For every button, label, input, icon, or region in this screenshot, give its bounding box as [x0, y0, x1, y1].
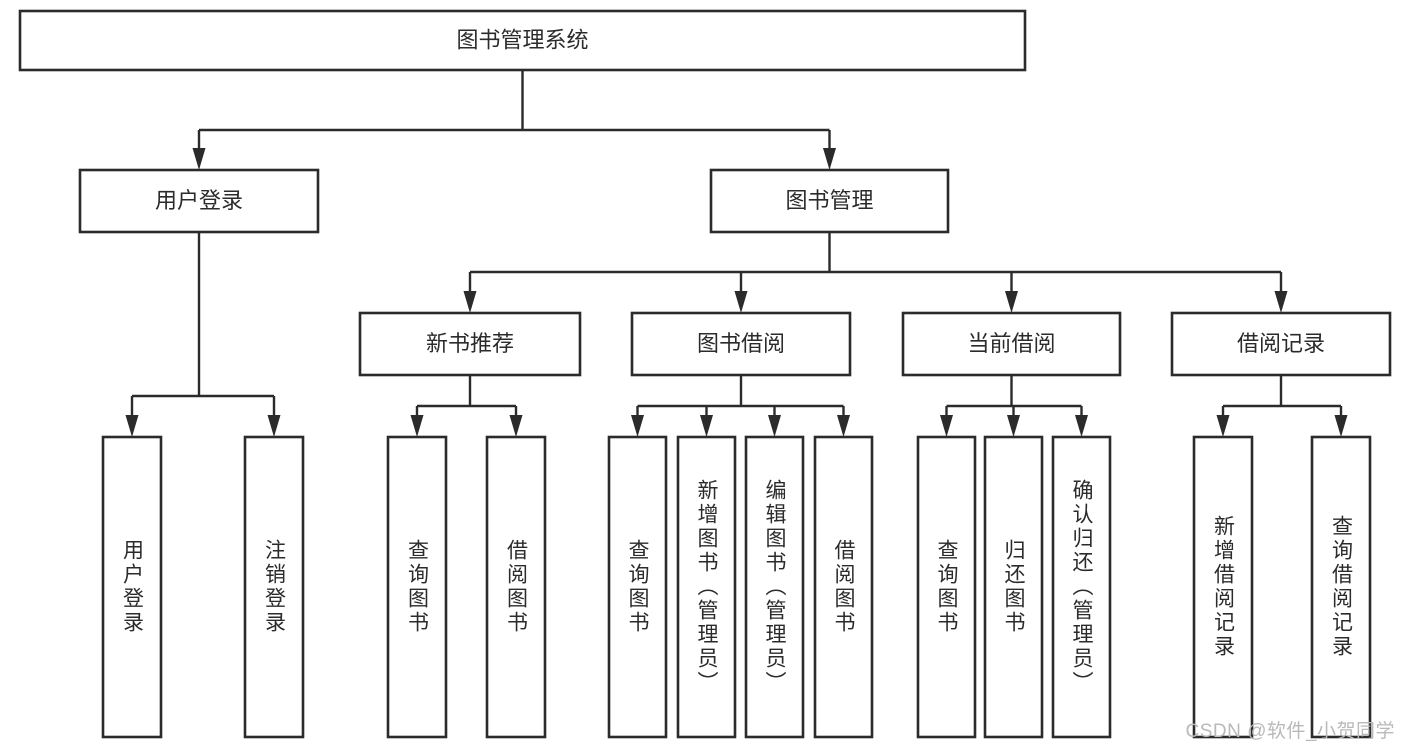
node-box-查询图书-leaf-2[interactable] [386, 435, 448, 739]
node-box-查询借阅记录-leaf-12[interactable] [1310, 435, 1372, 739]
node-box-用户登录[interactable] [78, 168, 320, 234]
arrow-head-icon [768, 415, 781, 437]
arrow-head-icon [463, 291, 477, 313]
arrow-head-icon [410, 415, 424, 437]
connector-layer [125, 70, 1348, 437]
box-layer [18, 9, 1392, 739]
node-box-借阅图书-leaf-7[interactable] [813, 435, 874, 739]
arrow-head-icon [1075, 415, 1088, 437]
node-box-新增借阅记录-leaf-11[interactable] [1192, 435, 1254, 739]
arrow-head-icon [192, 148, 206, 170]
arrow-head-icon [631, 415, 644, 437]
node-box-借阅记录[interactable] [1170, 311, 1392, 377]
arrow-head-icon [1274, 291, 1288, 313]
node-box-新增图书管理员-leaf-5[interactable] [676, 435, 737, 739]
node-box-用户登录-leaf-0[interactable] [101, 435, 163, 739]
node-box-查询图书-leaf-4[interactable] [607, 435, 668, 739]
node-label-用户登录: 用户登录 [155, 188, 243, 213]
node-box-查询图书-leaf-8[interactable] [916, 435, 977, 739]
arrow-head-icon [267, 415, 281, 437]
node-box-注销登录-leaf-1[interactable] [243, 435, 305, 739]
node-label-借阅记录: 借阅记录 [1237, 331, 1325, 356]
node-box-借阅图书-leaf-3[interactable] [485, 435, 547, 739]
node-box-当前借阅[interactable] [901, 311, 1122, 377]
node-label-新书推荐: 新书推荐 [426, 331, 514, 356]
node-box-图书借阅[interactable] [630, 311, 852, 377]
node-label-当前借阅: 当前借阅 [967, 331, 1055, 356]
arrow-head-icon [1216, 415, 1230, 437]
node-box-确认归还管理员-leaf-10[interactable] [1051, 435, 1112, 739]
arrow-head-icon [700, 415, 713, 437]
arrow-head-icon [1005, 291, 1018, 313]
node-box-图书管理系统[interactable] [18, 9, 1027, 72]
node-box-新书推荐[interactable] [358, 311, 582, 377]
arrow-head-icon [734, 291, 748, 313]
arrow-head-icon [823, 148, 836, 170]
node-label-图书借阅: 图书借阅 [697, 331, 785, 356]
node-box-编辑图书管理员-leaf-6[interactable] [744, 435, 805, 739]
node-box-图书管理[interactable] [709, 168, 950, 234]
watermark: CSDN @软件_小贺同学 [1185, 721, 1395, 742]
arrow-head-icon [1007, 415, 1020, 437]
arrow-head-icon [125, 415, 139, 437]
arrow-head-icon [509, 415, 523, 437]
node-label-图书管理: 图书管理 [785, 188, 873, 213]
node-label-图书管理系统: 图书管理系统 [456, 27, 588, 52]
arrow-head-icon [940, 415, 953, 437]
node-box-归还图书-leaf-9[interactable] [983, 435, 1044, 739]
arrow-head-icon [1334, 415, 1348, 437]
arrow-head-icon [837, 415, 850, 437]
